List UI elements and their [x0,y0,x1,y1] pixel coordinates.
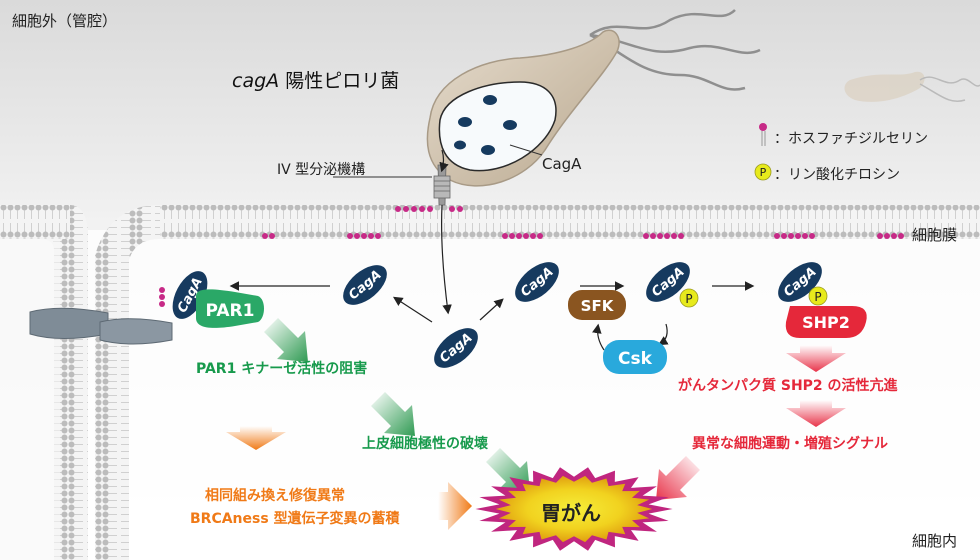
membrane-label: 細胞膜 [912,226,958,244]
caga-pointer [509,144,543,156]
phospho-label: P [685,292,692,306]
phosphotyrosine-markers: P P [679,286,828,308]
title-suffix: 陽性ピロリ菌 [279,70,400,92]
csk-protein: Csk [603,340,667,374]
signal-arrows [229,281,755,351]
injection-arrow [439,149,449,173]
gene-name: cagA [232,70,280,92]
delivery-arrow [441,204,452,315]
gastric-cancer-label: 胃がん [541,501,601,525]
caga-pointer-label: CagA [542,155,582,173]
legend-phospholipid: ：ホスファチジルセリン [774,131,928,147]
shp2-activation-label: がんタンパク質 SHP2 の活性亢進 [678,378,898,394]
hr-repair-defect-label: 相同組み換え修復異常 [205,488,345,504]
csk-label: Csk [618,349,653,369]
bacterium-title: cagA 陽性ピロリ菌 [232,66,399,93]
legend-phospho-symbol: P [760,166,767,179]
brcaness-mutation-label: BRCAness 型遺伝子変異の蓄積 [190,511,400,527]
legend-icons: P [754,123,772,181]
intracellular-label: 細胞内 [912,532,958,550]
h-pylori-bacterium [426,29,620,187]
phosphatidylserine-outer [395,206,463,212]
sfk-label: SFK [581,297,615,315]
secretion-system-label: IV 型分泌機構 [277,162,366,178]
par1-protein: PAR1 [196,289,264,328]
junction-proteins [29,307,173,345]
gastric-cancer-burst [475,467,673,551]
shp2-label: SHP2 [802,313,850,332]
polarity-disruption-label: 上皮細胞極性の破壊 [362,436,488,452]
par1-label: PAR1 [206,301,255,321]
phosphatidylserine-inner [159,233,904,307]
par1-inhibition-label: PAR1 キナーゼ活性の阻害 [196,361,368,377]
extracellular-label: 細胞外（管腔） [12,12,118,30]
effect-arrows [226,318,846,530]
phospho-label: P [814,290,821,304]
cell-membrane [0,205,980,560]
aberrant-signal-label: 異常な細胞運動・増殖シグナル [692,436,888,452]
small-bacterium [844,71,980,102]
shp2-protein: SHP2 [785,306,867,338]
legend-phosphotyrosine: ：リン酸化チロシン [774,167,900,183]
type-iv-secretion-system [433,164,451,206]
sfk-protein: SFK [568,290,626,320]
